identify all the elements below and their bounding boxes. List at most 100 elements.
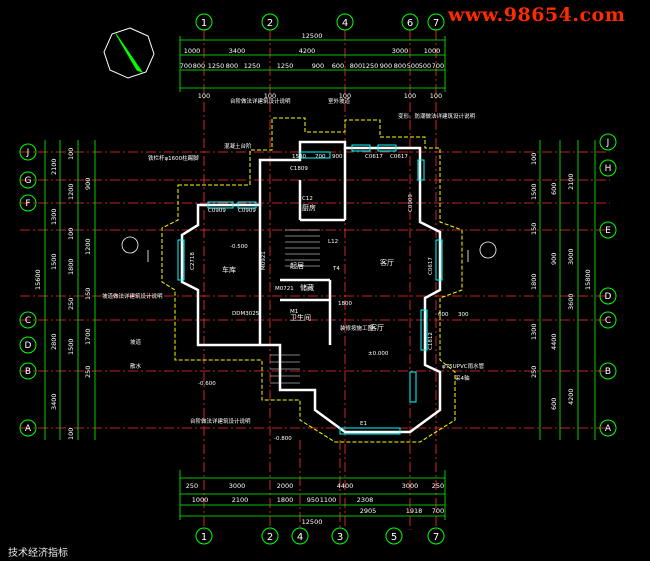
footer-label: 技术经济指标 <box>8 548 68 559</box>
room-label-dining: 客厅 <box>370 323 384 332</box>
dimension-label: 800 <box>394 62 406 70</box>
windows <box>177 144 443 435</box>
dimension-label: 1500 <box>50 253 58 270</box>
dimension-label: 600 <box>550 398 558 410</box>
dimension-label: 1800 <box>67 258 75 275</box>
annotations: 台阶做法详建筑设计说明 室外坡道 变形、防潮做法详建筑设计说明 铁栏杆φ1600… <box>102 97 485 425</box>
window-label: T4 <box>332 266 340 272</box>
axis-label: J <box>606 138 610 148</box>
dimension-label: 150 <box>84 288 92 300</box>
dimension-label: 100 <box>67 228 75 240</box>
dimension-label: 500 <box>419 62 431 70</box>
dimension-label: 1500 <box>292 154 306 160</box>
door-label: M0721 <box>275 286 294 292</box>
left-dimension-lines <box>44 140 96 440</box>
annotation: 铁栏杆φ1600柱踢脚 <box>148 154 199 162</box>
dimension-label: 300 <box>458 312 469 318</box>
annotation: 坡道 <box>130 338 142 346</box>
axis-label: C <box>605 316 611 326</box>
dimension-label: 600 <box>438 312 449 318</box>
level-label: -0.800 <box>274 436 292 442</box>
axis-label: 5 <box>391 532 397 543</box>
axis-label: E <box>605 226 611 236</box>
dimension-label: 2100 <box>567 173 575 190</box>
axis-label: 7 <box>433 532 439 543</box>
dimension-label: 4200 <box>299 47 316 55</box>
dimension-label: 3400 <box>50 393 58 410</box>
dimension-label: 100 <box>264 92 276 100</box>
room-label-bathroom: 卫生间 <box>290 313 311 322</box>
annotation: 台阶做法详建筑设计说明 <box>230 97 291 105</box>
dimension-label: 250 <box>84 366 92 378</box>
annotation: 坡道做法详建筑设计说明 <box>102 292 163 300</box>
level-label: -0.600 <box>198 381 216 387</box>
dimension-label: 12500 <box>302 32 323 40</box>
dimension-label: 250 <box>530 366 538 378</box>
axis-label: 6 <box>407 18 413 29</box>
annotation: 装修按施工图 <box>340 324 374 332</box>
window-label: E1 <box>360 421 367 427</box>
dimension-label: 100 <box>67 148 75 160</box>
axis-label: D <box>605 292 612 302</box>
watermark-text: www.98654.com <box>448 4 626 26</box>
room-label-kitchen: 厨房 <box>302 203 316 212</box>
dimension-label: 1200 <box>67 183 75 200</box>
top-dimension-text: 12500 1000 3400 4200 3000 1000 700 800 1… <box>180 32 444 100</box>
dimension-label: 1200 <box>84 238 92 255</box>
axis-label: 4 <box>342 18 348 29</box>
axis-label: D <box>25 341 32 351</box>
dimension-label: 700 <box>432 507 444 515</box>
door-label: M0921 <box>261 251 267 270</box>
axis-label: 4 <box>297 532 303 543</box>
window-label: C0909 <box>208 208 226 214</box>
dimension-label: 1800 <box>277 496 294 504</box>
dimension-label: 700 <box>432 62 444 70</box>
dimension-label: 600 <box>550 183 558 195</box>
bottom-axis-bubbles <box>195 527 445 545</box>
axis-label: G <box>25 176 32 186</box>
dimension-label: 250 <box>432 482 444 490</box>
dimension-label: 4400 <box>337 482 354 490</box>
dimension-label: 3400 <box>229 47 246 55</box>
dimension-label: 1500 <box>530 183 538 200</box>
dimension-label: 2000 <box>277 482 294 490</box>
bottom-dimension-text: 250 3000 2000 4400 3000 250 1000 2100 18… <box>186 482 444 526</box>
right-axis-letters: J H E D C B A <box>605 138 612 434</box>
door-label: M1 <box>290 309 298 315</box>
dimension-label: 100 <box>430 92 442 100</box>
dimension-label: 1800 <box>530 273 538 290</box>
window-label: C0617 <box>390 154 408 160</box>
top-dimension-lines <box>179 36 446 92</box>
dimension-label: 150 <box>530 223 538 235</box>
building-walls <box>180 140 442 434</box>
dimension-label: 1250 <box>244 62 261 70</box>
axis-label: A <box>605 424 612 434</box>
dimension-label: 250 <box>67 298 75 310</box>
dimension-label: 1100 <box>320 496 337 504</box>
top-axis-numbers: 1 2 4 6 7 <box>201 18 439 29</box>
stair <box>270 229 320 384</box>
dimension-label: 700 <box>180 62 192 70</box>
dimension-label: 15800 <box>584 269 592 290</box>
dimension-label: 250 <box>186 482 198 490</box>
dimension-label: 700 <box>315 154 326 160</box>
axis-label: B <box>605 367 611 377</box>
dimension-label: 1300 <box>530 323 538 340</box>
window-label: C12 <box>302 196 313 202</box>
dimension-label: 1300 <box>50 208 58 225</box>
dimension-label: 950 <box>307 496 319 504</box>
dimension-label: 2100 <box>50 158 58 175</box>
axis-label: 3 <box>337 532 343 543</box>
dimension-label: 1000 <box>184 47 201 55</box>
dimension-label: 2905 <box>360 507 377 515</box>
dimension-label: 12500 <box>302 518 323 526</box>
right-axis-bubbles <box>599 133 617 437</box>
window-label: C1812 <box>428 332 434 350</box>
north-arrow-icon <box>103 27 155 79</box>
window-label: L12 <box>328 239 338 245</box>
left-axis-bubbles <box>19 143 37 437</box>
dimension-label: 1800 <box>338 301 352 307</box>
dimension-label: 100 <box>530 153 538 165</box>
dimension-label: 1500 <box>67 338 75 355</box>
